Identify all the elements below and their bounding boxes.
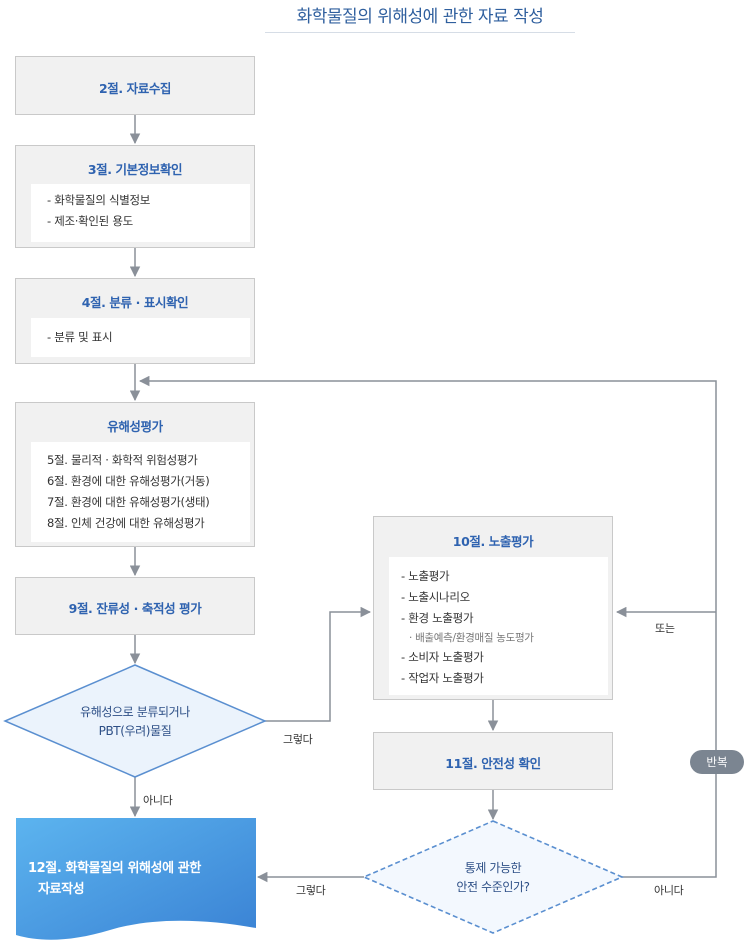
decision-safety-text: 통제 가능한 안전 수준인가?: [403, 859, 583, 897]
box-hazard-assessment[interactable]: 유해성평가 5절. 물리적 · 화학적 위험성평가 6절. 환경에 대한 유해성…: [15, 402, 255, 547]
box-data-collection-title: 2절. 자료수집: [98, 81, 172, 96]
final-document-shape: [16, 818, 256, 940]
decision-hazard-line: 유해성으로 분류되거나: [80, 705, 190, 719]
basic-info-line: - 제조·확인된 용도: [47, 214, 133, 228]
decision-hazard-shape: [3, 664, 267, 778]
box-basic-info[interactable]: 3절. 기본정보확인 - 화학물질의 식별정보 - 제조·확인된 용도: [15, 145, 255, 248]
box-classification-body: - 분류 및 표시: [31, 318, 250, 357]
box-hazard-assessment-body: 5절. 물리적 · 화학적 위험성평가 6절. 환경에 대한 유해성평가(거동)…: [31, 442, 250, 542]
decision-hazard-line: PBT(우려)물질: [98, 724, 172, 738]
box-hazard-assessment-title: 유해성평가: [107, 419, 163, 434]
arrow-decision-yes-to-exposure: [265, 606, 372, 722]
box-persistence-assessment[interactable]: 9절. 잔류성 · 축적성 평가: [15, 577, 255, 635]
box-safety-check[interactable]: 11절. 안전성 확인: [373, 732, 613, 790]
label-yes-decision1: 그렇다: [283, 733, 313, 746]
decision-safety-line: 안전 수준인가?: [456, 880, 530, 894]
box-exposure-title: 10절. 노출평가: [452, 534, 534, 549]
exposure-line: - 작업자 노출평가: [401, 671, 484, 685]
basic-info-line: - 화학물질의 식별정보: [47, 193, 151, 207]
label-no-decision1: 아니다: [143, 794, 173, 807]
hazard-line: 5절. 물리적 · 화학적 위험성평가: [47, 453, 198, 467]
box-exposure-body: - 노출평가 - 노출시나리오 - 환경 노출평가 · 배출예측/환경매질 농도…: [389, 557, 608, 695]
box-persistence-title: 9절. 잔류성 · 축적성 평가: [68, 601, 202, 616]
page-title: 화학물질의 위해성에 관한 자료 작성: [265, 4, 575, 33]
exposure-sub-line: · 배출예측/환경매질 농도평가: [409, 632, 534, 644]
repeat-badge: 반복: [690, 750, 744, 774]
decision-safety-shape: [361, 820, 625, 934]
hazard-line: 6절. 환경에 대한 유해성평가(거동): [47, 474, 210, 488]
label-no-decision2: 아니다: [654, 884, 684, 897]
box-basic-info-body: - 화학물질의 식별정보 - 제조·확인된 용도: [31, 184, 250, 242]
final-report-line: 자료작성: [38, 882, 85, 897]
final-report-line: 12절. 화학물질의 위해성에 관한: [28, 861, 201, 876]
hazard-line: 7절. 환경에 대한 유해성평가(생태): [47, 495, 210, 509]
box-data-collection[interactable]: 2절. 자료수집: [15, 56, 255, 115]
decision-safety-line: 통제 가능한: [464, 861, 522, 875]
label-or: 또는: [655, 622, 675, 635]
label-yes-decision2: 그렇다: [296, 884, 326, 897]
decision-hazard-text: 유해성으로 분류되거나 PBT(우려)물질: [35, 703, 235, 741]
hazard-line: 8절. 인체 건강에 대한 유해성평가: [47, 516, 205, 530]
exposure-line: - 노출평가: [401, 569, 450, 583]
arrow-feedback-loop: [138, 375, 717, 878]
box-basic-info-title: 3절. 기본정보확인: [87, 162, 183, 177]
final-report-text[interactable]: 12절. 화학물질의 위해성에 관한 자료작성: [28, 858, 243, 900]
box-safety-title: 11절. 안전성 확인: [445, 756, 541, 771]
exposure-line: - 노출시나리오: [401, 590, 470, 604]
box-exposure-assessment[interactable]: 10절. 노출평가 - 노출평가 - 노출시나리오 - 환경 노출평가 · 배출…: [373, 516, 613, 700]
box-classification-title: 4절. 분류 · 표시확인: [81, 295, 189, 310]
box-classification[interactable]: 4절. 분류 · 표시확인 - 분류 및 표시: [15, 278, 255, 364]
classification-line: - 분류 및 표시: [47, 330, 113, 344]
exposure-line: - 소비자 노출평가: [401, 650, 484, 664]
exposure-line: - 환경 노출평가: [401, 611, 474, 625]
